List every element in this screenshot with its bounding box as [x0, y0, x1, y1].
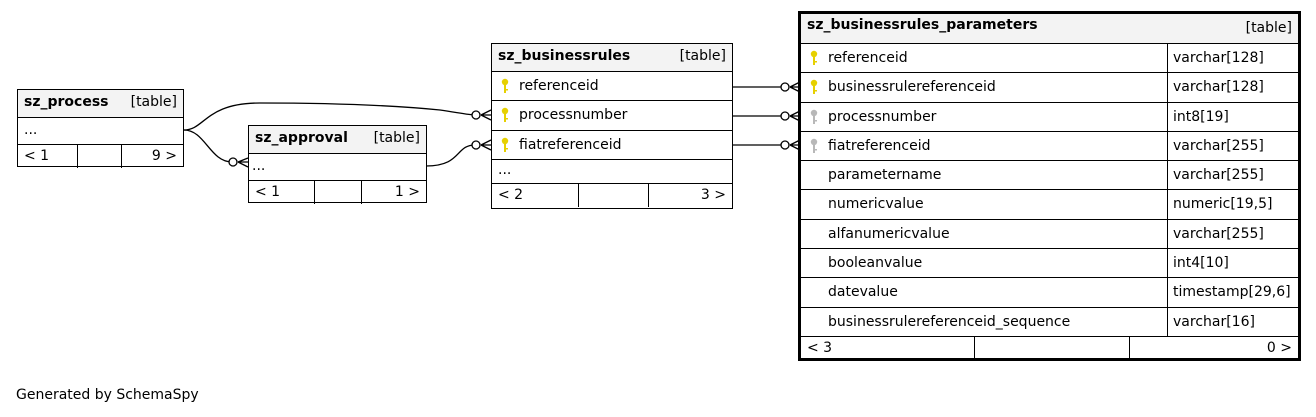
- column-name: datevalue: [828, 284, 898, 301]
- parents-count: < 1: [18, 145, 78, 168]
- column-name: parametername: [828, 167, 942, 184]
- column-row[interactable]: numericvalue numeric[19,5]: [801, 190, 1298, 220]
- table-footer: < 2 3 >: [492, 183, 732, 207]
- foreign-key-icon: [810, 109, 818, 124]
- parents-count: < 1: [249, 181, 315, 204]
- table-footer: < 3 0 >: [801, 336, 1298, 361]
- column-datatype: varchar[128]: [1167, 44, 1298, 73]
- primary-key-icon: [810, 50, 818, 65]
- column-datatype: varchar[255]: [1167, 131, 1298, 161]
- column-row[interactable]: businessrulereferenceid_sequence varchar[…: [801, 307, 1298, 337]
- column-row[interactable]: fiatreferenceid varchar[255]: [801, 131, 1298, 162]
- table-footer: < 1 9 >: [18, 145, 183, 168]
- table-name: sz_approval: [255, 130, 348, 146]
- column-datatype: int4[10]: [1167, 249, 1298, 278]
- column-datatype: varchar[255]: [1167, 161, 1298, 190]
- column-name: fiatreferenceid: [519, 136, 622, 153]
- footer-spacer: [315, 181, 362, 204]
- primary-key-icon: [501, 78, 509, 93]
- table-type: [table]: [130, 94, 177, 110]
- column-row[interactable]: parametername varchar[255]: [801, 161, 1298, 191]
- table-name: sz_businessrules_parameters: [807, 17, 1038, 33]
- column-row[interactable]: processnumber: [492, 101, 732, 131]
- column-datatype: varchar[255]: [1167, 219, 1298, 249]
- column-row[interactable]: alfanumericvalue varchar[255]: [801, 219, 1298, 250]
- primary-key-icon: [501, 137, 509, 152]
- column-name: businessrulereferenceid: [828, 79, 996, 96]
- table-header: sz_businessrules_parameters [table]: [801, 14, 1298, 44]
- parents-count: < 3: [801, 336, 975, 361]
- column-name: referenceid: [519, 78, 599, 94]
- column-row[interactable]: referenceid varchar[128]: [801, 44, 1298, 74]
- foreign-key-icon: [810, 138, 818, 153]
- primary-key-icon: [810, 80, 818, 95]
- column-name: alfanumericvalue: [828, 225, 950, 242]
- more-columns: ...: [492, 160, 732, 184]
- primary-key-icon: [501, 108, 509, 123]
- column-row[interactable]: datevalue timestamp[29,6]: [801, 278, 1298, 308]
- table-sz-process[interactable]: sz_process [table] ... < 1 9 >: [17, 89, 184, 168]
- children-count: 3 >: [700, 186, 726, 203]
- column-name: processnumber: [519, 107, 628, 124]
- table-footer: < 1 1 >: [249, 181, 426, 204]
- parents-count: < 2: [492, 183, 579, 207]
- column-datatype: timestamp[29,6]: [1167, 278, 1298, 307]
- table-name: sz_businessrules: [498, 48, 631, 64]
- edge-process-businessrules: [183, 102, 476, 131]
- column-name: businessrulereferenceid_sequence: [828, 313, 1071, 330]
- column-row[interactable]: processnumber int8[19]: [801, 102, 1298, 132]
- table-type: [table]: [679, 48, 726, 64]
- footer-spacer: [78, 145, 122, 168]
- column-name: booleanvalue: [828, 255, 923, 272]
- column-datatype: int8[19]: [1167, 102, 1298, 131]
- table-type: [table]: [373, 130, 420, 146]
- column-datatype: varchar[128]: [1167, 73, 1298, 102]
- column-row[interactable]: referenceid: [492, 72, 732, 102]
- footer-spacer: [579, 183, 649, 207]
- children-count: 1 >: [394, 184, 420, 200]
- table-header: sz_businessrules [table]: [492, 44, 732, 72]
- footer-spacer: [975, 336, 1130, 361]
- column-name: fiatreferenceid: [828, 137, 931, 154]
- more-columns: ...: [249, 154, 426, 181]
- table-header: sz_approval [table]: [249, 126, 426, 154]
- table-type: [table]: [1245, 20, 1292, 36]
- table-sz-businessrules-parameters[interactable]: sz_businessrules_parameters [table] refe…: [798, 11, 1301, 361]
- column-name: numericvalue: [828, 196, 924, 213]
- column-row[interactable]: businessrulereferenceid varchar[128]: [801, 73, 1298, 103]
- table-sz-businessrules[interactable]: sz_businessrules [table] referenceid pro…: [491, 43, 733, 209]
- generated-by-label: Generated by SchemaSpy: [16, 387, 199, 403]
- column-name: processnumber: [828, 108, 937, 125]
- edge-process-approval: [183, 129, 233, 163]
- table-name: sz_process: [24, 94, 109, 110]
- children-count: 0 >: [1266, 339, 1292, 356]
- column-row[interactable]: fiatreferenceid: [492, 131, 732, 160]
- edge-approval-businessrules: [425, 144, 476, 167]
- column-datatype: numeric[19,5]: [1167, 190, 1298, 219]
- table-header: sz_process [table]: [18, 90, 183, 118]
- column-datatype: varchar[16]: [1167, 307, 1298, 336]
- more-columns: ...: [18, 118, 183, 145]
- column-row[interactable]: booleanvalue int4[10]: [801, 249, 1298, 279]
- column-name: referenceid: [828, 50, 908, 66]
- children-count: 9 >: [151, 148, 177, 164]
- table-sz-approval[interactable]: sz_approval [table] ... < 1 1 >: [248, 125, 427, 204]
